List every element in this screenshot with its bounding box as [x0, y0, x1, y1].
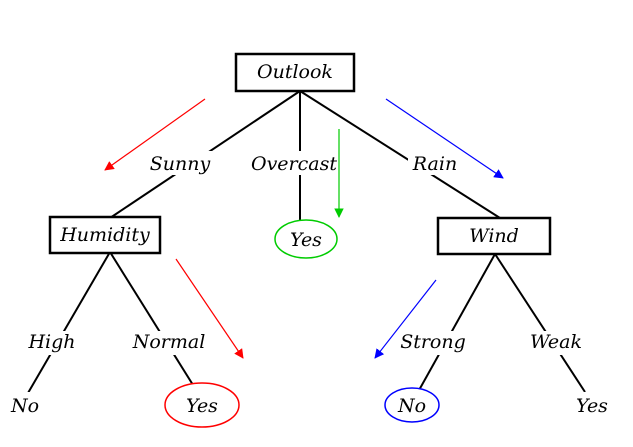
branch-label-sunny: Sunny [150, 153, 211, 175]
node-box-outlook [234, 52, 356, 93]
leaf-oval-strong-no [384, 387, 440, 423]
branch-label-normal: Normal [132, 331, 206, 353]
edge-humidity-normal [109, 251, 199, 394]
arrow-blue-to-strong [374, 279, 437, 359]
node-box-wind [436, 216, 552, 256]
edge-outlook-rain [299, 90, 501, 219]
edge-wind-strong [417, 253, 496, 393]
arrow-red-to-sunny [104, 98, 206, 171]
leaf-label-overcast-yes: Yes [290, 229, 322, 251]
leaf-label-normal-yes: Yes [186, 395, 218, 417]
node-label-humidity: Humidity [59, 224, 150, 246]
branch-label-high: High [27, 331, 75, 353]
branch-label-strong: Strong [400, 331, 466, 353]
arrow-red-to-normal [175, 258, 244, 359]
branch-label-overcast: Overcast [251, 153, 337, 175]
leaf-label-high-no: No [10, 395, 39, 417]
leaf-label-strong-no: No [397, 395, 426, 417]
node-label-outlook: Outlook [257, 61, 333, 83]
leaf-oval-normal-yes [164, 382, 240, 428]
edge-wind-weak [494, 253, 586, 393]
branch-label-weak: Weak [530, 331, 582, 353]
edge-humidity-high [27, 251, 111, 394]
arrow-blue-to-rain [385, 98, 504, 179]
node-box-humidity [48, 215, 162, 255]
leaf-label-weak-yes: Yes [576, 395, 608, 417]
leaf-oval-overcast-yes [274, 219, 338, 259]
node-label-wind: Wind [469, 225, 519, 247]
branch-label-rain: Rain [412, 153, 457, 175]
